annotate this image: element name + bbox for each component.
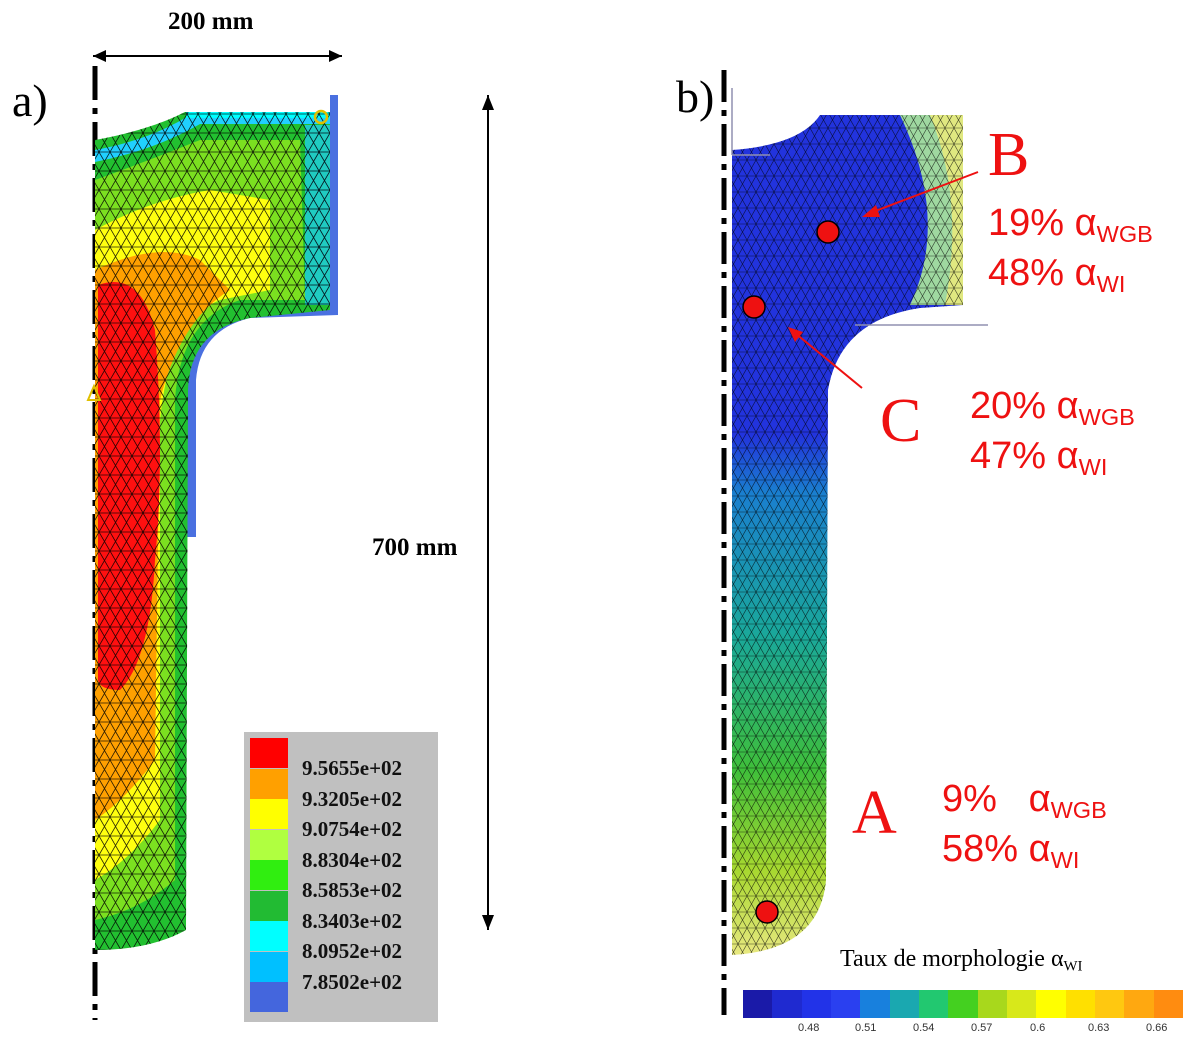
panel-a-temperature-field <box>86 95 338 950</box>
point-b-wgb: 19% αWGB <box>988 202 1153 248</box>
legend-swatch <box>250 738 288 768</box>
colorbar-segment <box>1124 990 1154 1018</box>
legend-row: 8.5853e+02 <box>250 860 436 902</box>
legend-label: 9.5655e+02 <box>302 756 403 780</box>
arrow-b <box>862 171 979 217</box>
width-dimension-label: 200 mm <box>168 8 254 35</box>
legend-label: 8.0952e+02 <box>302 939 403 963</box>
legend-swatch <box>250 829 288 860</box>
colorbar-tick-label: 0.51 <box>855 1022 877 1034</box>
colorbar-tick-label: 0.48 <box>798 1022 820 1034</box>
point-c-marker <box>742 295 766 319</box>
legend-label: 8.5853e+02 <box>302 878 403 902</box>
legend-swatch <box>250 799 288 829</box>
colorbar-segment <box>1065 990 1095 1018</box>
colorbar-segment <box>830 990 861 1018</box>
colorbar-segment <box>1036 990 1066 1018</box>
point-c-letter: C <box>880 387 922 455</box>
height-dimension-label: 700 mm <box>372 534 458 561</box>
legend-swatch <box>250 951 288 982</box>
colorbar-segment <box>918 990 949 1018</box>
legend-row: 8.0952e+02 <box>250 921 436 963</box>
legend-swatch <box>250 982 288 1012</box>
colorbar-segment <box>977 990 1007 1018</box>
colorbar-segment <box>772 990 802 1018</box>
point-a-letter: A <box>852 779 897 847</box>
colorbar-tick-label: 0.66 <box>1146 1022 1168 1034</box>
legend-label: 7.8502e+02 <box>302 969 403 994</box>
colorbar-segment <box>889 990 919 1018</box>
legend-row: 9.0754e+02 <box>250 799 436 841</box>
point-c-wi: 47% αWI <box>970 435 1108 481</box>
point-b-wi: 48% αWI <box>988 252 1126 298</box>
legend-label: 9.0754e+02 <box>302 817 403 841</box>
colorbar <box>743 990 1183 1018</box>
colorbar-title: Taux de morphologie αWI <box>840 946 1083 975</box>
colorbar-segment <box>1094 990 1125 1018</box>
legend-swatch <box>250 890 288 921</box>
point-b-letter: B <box>988 121 1030 189</box>
legend-row: 7.8502e+02 <box>250 951 436 994</box>
legend-row: 8.3403e+02 <box>250 890 436 933</box>
colorbar-segment <box>860 990 890 1018</box>
legend-row: 8.8304e+02 <box>250 829 436 872</box>
colorbar-segment <box>801 990 831 1018</box>
panel-b-morphology-field <box>731 88 988 955</box>
legend-label: 8.3403e+02 <box>302 908 403 933</box>
legend-label: 8.8304e+02 <box>302 847 403 872</box>
colorbar-tick-label: 0.57 <box>971 1022 993 1034</box>
point-a-wgb: 9% αWGB <box>942 778 1107 824</box>
legend-row <box>250 982 436 1012</box>
panel-a-label: a) <box>12 75 48 126</box>
colorbar-segment <box>948 990 978 1018</box>
panel-b-label: b) <box>676 71 715 122</box>
point-b-marker <box>816 220 840 244</box>
panel-a-height-arrow <box>482 95 494 930</box>
arrow-c <box>788 327 863 389</box>
legend-row: 9.3205e+02 <box>250 768 436 811</box>
colorbar-tick-label: 0.6 <box>1030 1022 1046 1034</box>
legend-row: 9.5655e+02 <box>250 738 436 780</box>
point-a-marker <box>755 900 779 924</box>
point-a-wi: 58% αWI <box>942 828 1080 874</box>
legend-swatch <box>250 768 288 799</box>
legend-swatch <box>250 860 288 890</box>
colorbar-tick-label: 0.63 <box>1088 1022 1110 1034</box>
colorbar-tick-label: 0.54 <box>913 1022 935 1034</box>
colorbar-segment <box>1153 990 1183 1018</box>
legend-swatch <box>250 921 288 951</box>
colorbar-segment <box>1006 990 1037 1018</box>
colorbar-segment <box>743 990 773 1018</box>
legend-label: 9.3205e+02 <box>302 786 403 811</box>
panel-a-width-arrow <box>93 50 342 62</box>
temperature-legend: 9.5655e+02 9.3205e+02 9.0754e+02 8.8304e+02… <box>244 732 438 1022</box>
point-c-wgb: 20% αWGB <box>970 385 1135 431</box>
